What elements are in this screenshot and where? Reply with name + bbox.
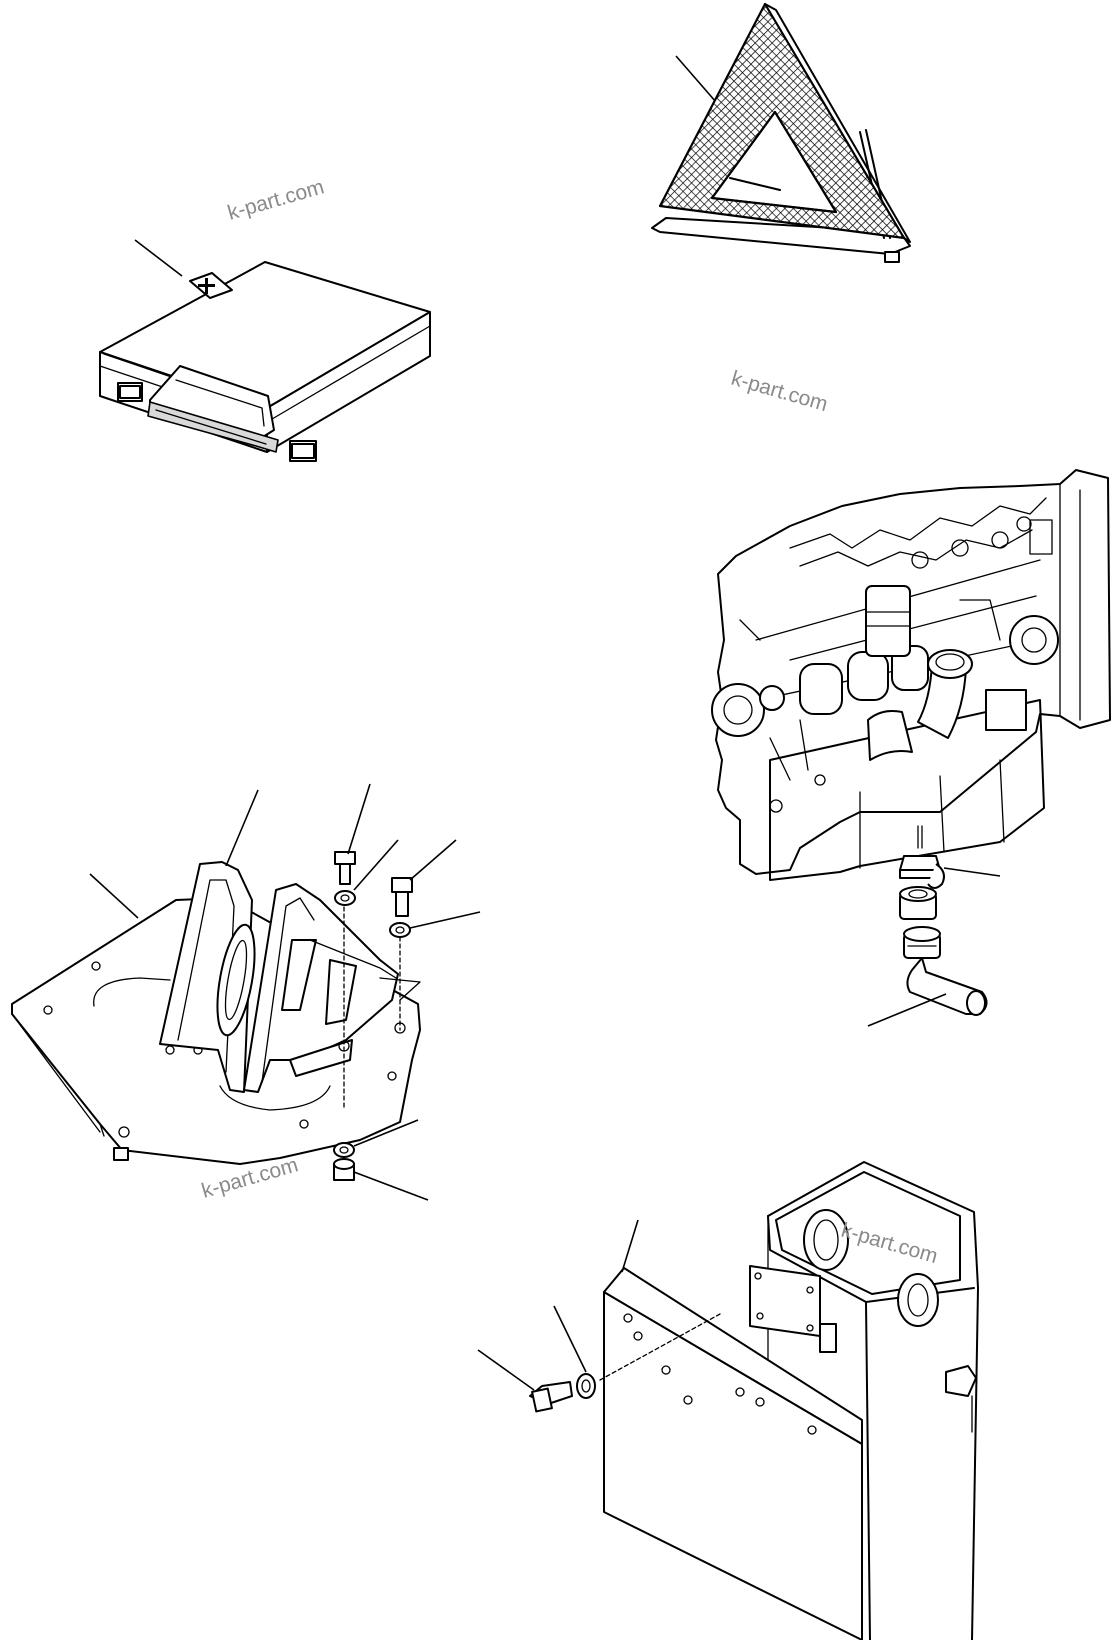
hex-bolt-cover bbox=[529, 1381, 573, 1413]
washer-2 bbox=[389, 922, 411, 938]
first-aid-kit bbox=[99, 239, 431, 462]
hex-bolt-1 bbox=[334, 851, 356, 885]
engine-oil-drain-valve bbox=[867, 825, 1001, 1027]
leader-line-first-aid-kit bbox=[134, 239, 183, 277]
washer-3 bbox=[333, 1142, 355, 1158]
hex-bolt-2 bbox=[391, 877, 413, 917]
fuel-filter bbox=[865, 585, 911, 657]
frame-post bbox=[767, 1161, 979, 1640]
first-aid-cross-icon bbox=[189, 272, 233, 299]
washer-1 bbox=[334, 890, 356, 906]
warning-triangle bbox=[651, 2, 911, 263]
watermark: k-part.com bbox=[729, 367, 831, 416]
watermark: k-part.com bbox=[839, 1219, 941, 1268]
leader-line-drain-valve bbox=[943, 867, 1001, 877]
oil-pan bbox=[769, 699, 1045, 881]
engine-assembly bbox=[711, 469, 1111, 881]
leader-line-cover-plate bbox=[621, 1219, 639, 1273]
leader-line-warning-triangle bbox=[675, 55, 717, 103]
triangle-stand bbox=[651, 217, 911, 255]
hex-nut bbox=[333, 1158, 355, 1181]
leader-line-chock bbox=[225, 789, 259, 867]
watermark: k-part.com bbox=[225, 175, 327, 224]
leader-line-drain-hose bbox=[867, 993, 947, 1027]
wheel-chock-holder bbox=[11, 783, 481, 1201]
reflective-mesh-frame bbox=[658, 2, 906, 240]
leader-line-base-plate bbox=[89, 873, 139, 919]
cover-plate-assembly bbox=[477, 1161, 979, 1640]
washer-cover bbox=[576, 1373, 596, 1399]
